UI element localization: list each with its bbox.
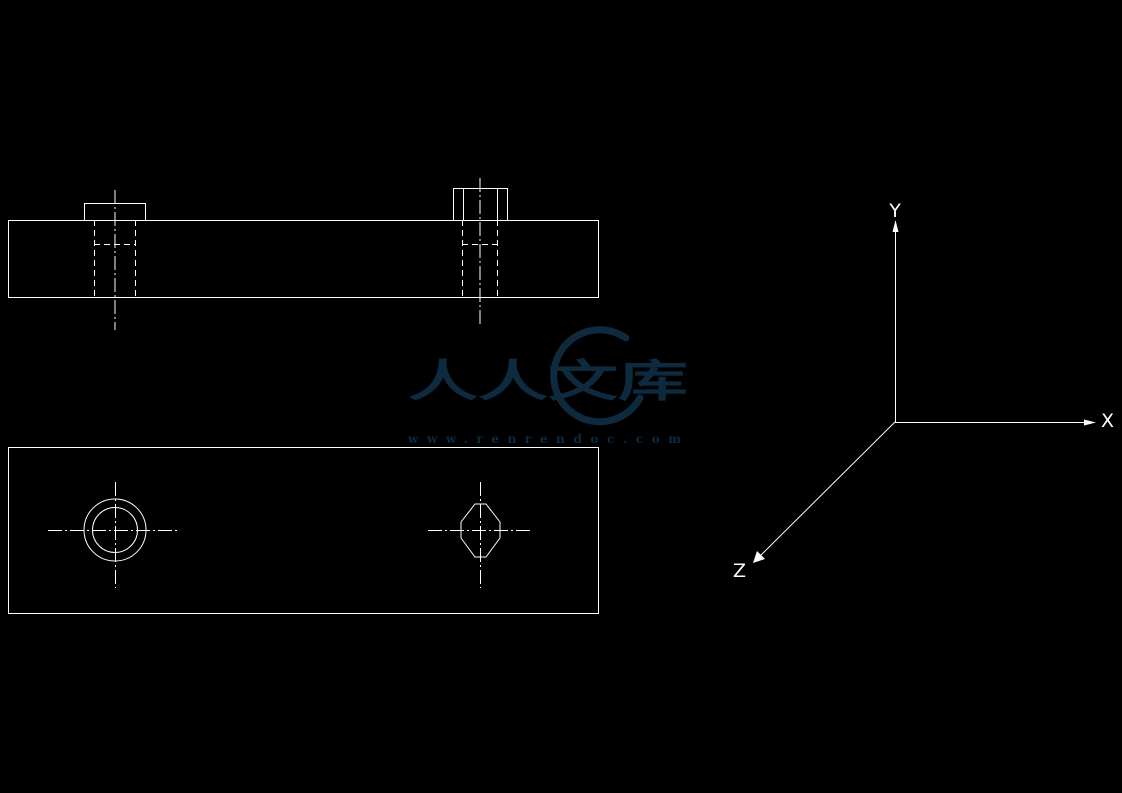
x-axis-label: X	[1101, 410, 1114, 432]
top-view	[8, 447, 599, 614]
x-axis-arrowhead	[1084, 419, 1096, 426]
y-axis-label: Y	[888, 200, 901, 222]
watermark: 人人文库 www.renrendoc.com	[407, 326, 688, 446]
z-axis-label: Z	[733, 560, 746, 582]
diamond-pin-outline	[460, 503, 501, 558]
z-axis-line	[757, 421, 896, 559]
z-axis-arrowhead	[753, 551, 765, 563]
y-axis-arrowhead	[892, 220, 899, 232]
front-view	[8, 178, 599, 330]
watermark-logo-text: 人人文库	[408, 356, 688, 407]
coordinate-axes: Y X Z	[733, 200, 1114, 582]
top-view-body	[8, 447, 599, 614]
watermark-url: www.renrendoc.com	[407, 432, 688, 446]
front-view-body	[8, 220, 599, 298]
watermark-ring	[550, 326, 644, 426]
